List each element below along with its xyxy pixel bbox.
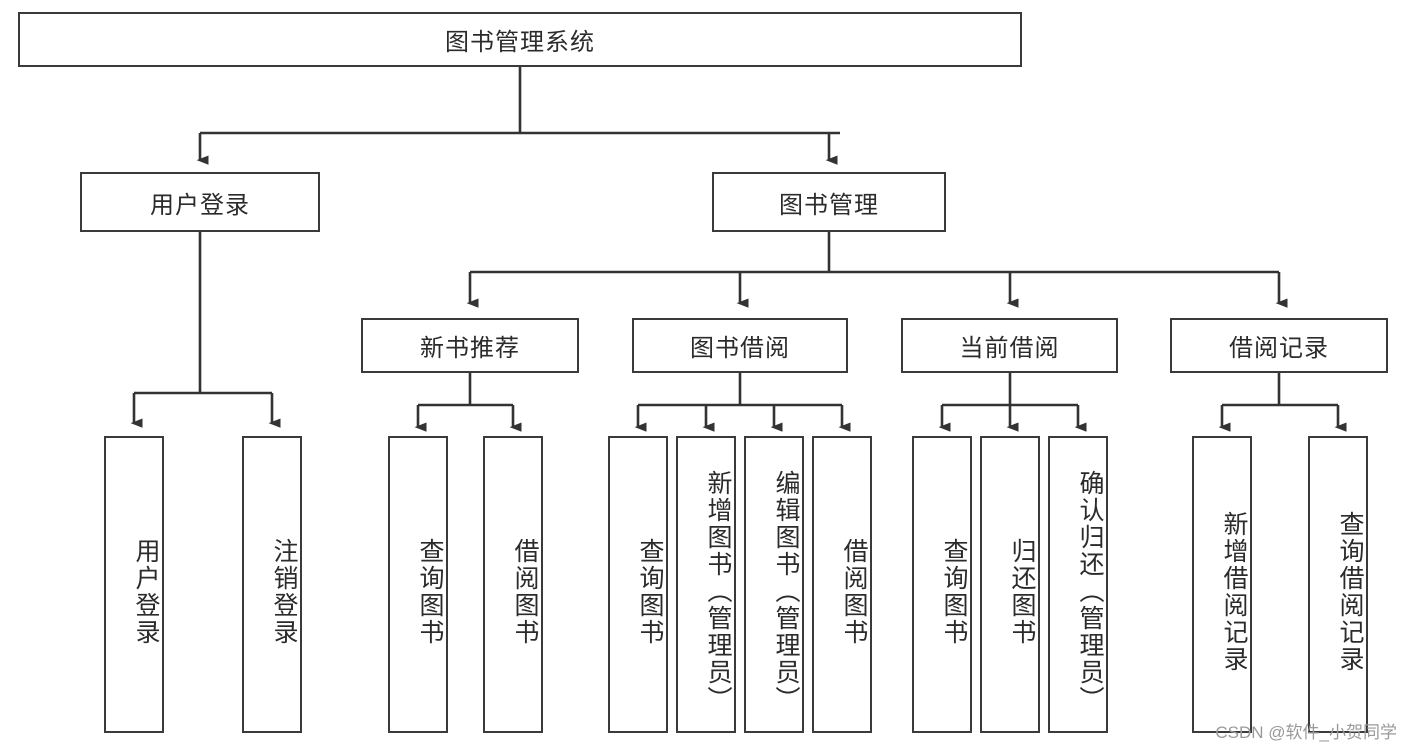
node-root-label: 图书管理系统 [445,29,595,56]
leaf-logout-login-label: 注销登录 [270,537,298,646]
leaf-logout-login[interactable]: 注销登录 [242,436,302,733]
leaf-edit-book-label: 编辑图书（管理员） [772,470,800,713]
node-borrow-record-label: 借阅记录 [1229,335,1329,362]
leaf-add-record-label: 新增借阅记录 [1220,510,1248,673]
node-current-borrow[interactable]: 当前借阅 [901,318,1118,373]
leaf-borrow-book-1[interactable]: 借阅图书 [483,436,543,733]
leaf-query-book-2[interactable]: 查询图书 [608,436,668,733]
leaf-edit-book[interactable]: 编辑图书（管理员） [744,436,804,733]
leaf-user-login[interactable]: 用户登录 [104,436,164,733]
leaf-query-book-1-label: 查询图书 [416,537,444,646]
leaf-confirm-return[interactable]: 确认归还（管理员） [1048,436,1108,733]
leaf-user-login-label: 用户登录 [132,537,160,646]
watermark: CSDN @软件_小贺同学 [1215,723,1397,742]
node-book-manage-label: 图书管理 [779,191,879,219]
leaf-query-record-label: 查询借阅记录 [1336,510,1364,673]
leaf-query-book-3[interactable]: 查询图书 [912,436,972,733]
leaf-query-book-2-label: 查询图书 [636,537,664,646]
leaf-borrow-book-1-label: 借阅图书 [511,537,539,646]
leaf-borrow-book-2-label: 借阅图书 [840,537,868,646]
node-book-manage[interactable]: 图书管理 [712,172,946,232]
leaf-query-book-1[interactable]: 查询图书 [388,436,448,733]
leaf-add-book[interactable]: 新增图书（管理员） [676,436,736,733]
node-new-book-recommend[interactable]: 新书推荐 [361,318,579,373]
leaf-return-book-label: 归还图书 [1008,537,1036,646]
node-new-book-recommend-label: 新书推荐 [420,335,520,362]
leaf-borrow-book-2[interactable]: 借阅图书 [812,436,872,733]
node-book-borrow-label: 图书借阅 [690,335,790,362]
node-book-borrow[interactable]: 图书借阅 [632,318,848,373]
node-user-login[interactable]: 用户登录 [80,172,320,232]
leaf-add-book-label: 新增图书（管理员） [704,470,732,713]
node-user-login-label: 用户登录 [150,191,250,219]
leaf-query-record[interactable]: 查询借阅记录 [1308,436,1368,733]
node-current-borrow-label: 当前借阅 [959,335,1060,362]
node-root[interactable]: 图书管理系统 [18,12,1022,67]
node-borrow-record[interactable]: 借阅记录 [1170,318,1388,373]
leaf-confirm-return-label: 确认归还（管理员） [1076,470,1104,713]
leaf-query-book-3-label: 查询图书 [940,537,968,646]
leaf-add-record[interactable]: 新增借阅记录 [1192,436,1252,733]
leaf-return-book[interactable]: 归还图书 [980,436,1040,733]
